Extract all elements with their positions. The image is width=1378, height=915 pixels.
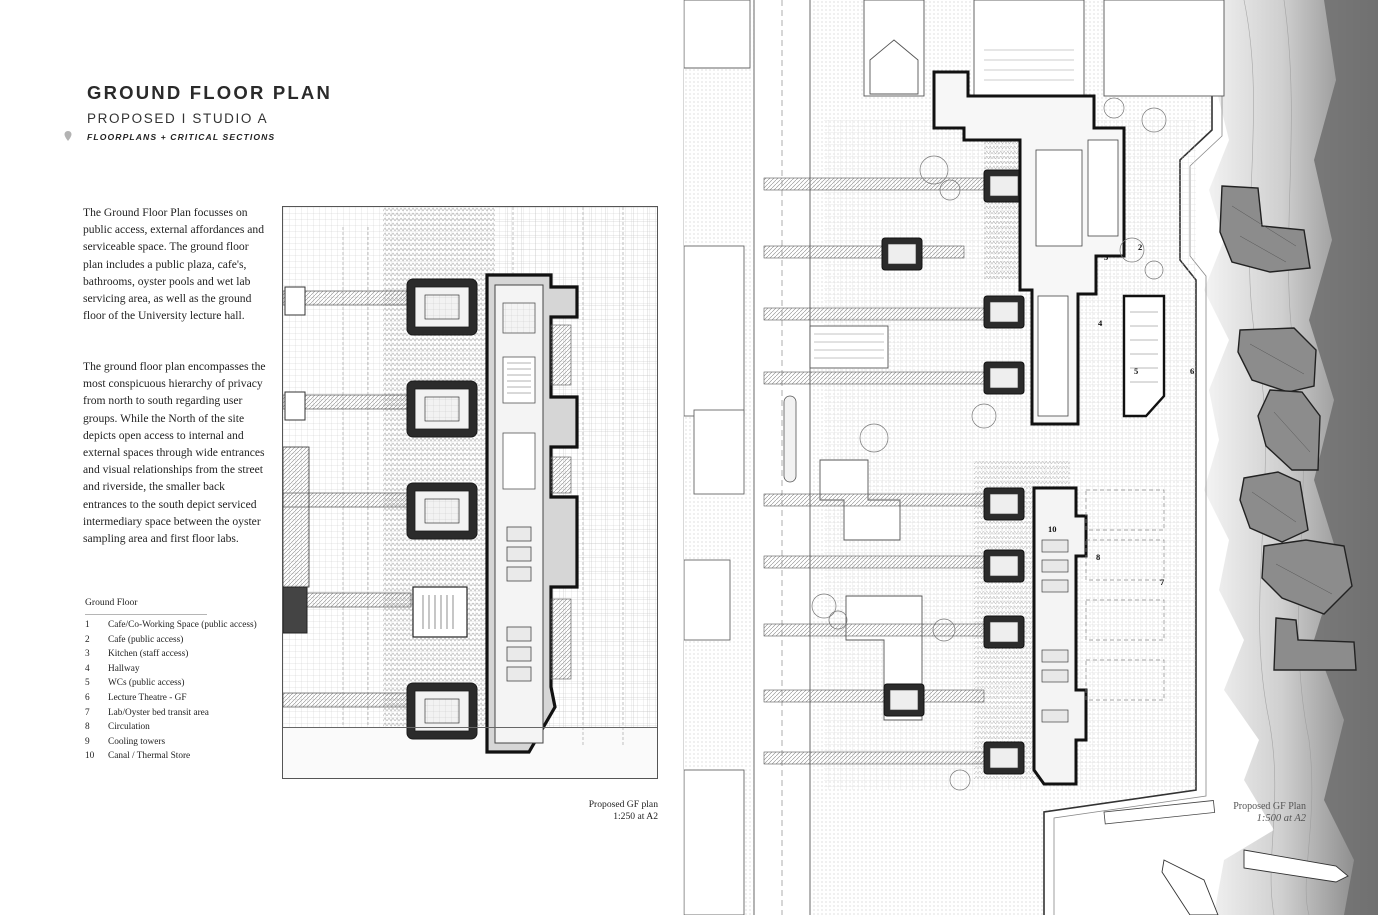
legend-label: Kitchen (staff access) (108, 649, 189, 660)
detail-plan-caption: Proposed GF plan 1:250 at A2 (520, 799, 658, 824)
legend-item: 3 Kitchen (staff access) (85, 647, 285, 662)
legend-item: 8 Circulation (85, 720, 285, 735)
legend-label: Canal / Thermal Store (108, 751, 191, 762)
zone-label-4: 4 (1098, 318, 1103, 328)
legend-item: 4 Hallway (85, 662, 285, 677)
zone-label-2: 2 (1138, 242, 1143, 252)
legend-label: Circulation (108, 722, 150, 733)
legend-number: 1 (85, 620, 90, 630)
legend-number: 3 (85, 649, 90, 660)
privacy-paragraph: The ground floor plan encompasses the mo… (83, 360, 266, 546)
legend-heading: Ground Floor (85, 597, 138, 608)
legend-number: 10 (85, 751, 95, 762)
site-plan-caption-scale: 1:500 at A2 (1256, 813, 1306, 824)
zone-label-5: 5 (1134, 366, 1139, 376)
legend-number: 5 (85, 678, 90, 689)
legend-number: 4 (85, 663, 90, 674)
legend-number: 8 (85, 722, 90, 733)
section-tag: FLOORPLANS + CRITICAL SECTIONS (87, 132, 276, 142)
zone-label-10: 10 (1048, 524, 1057, 534)
legend-label: Hallway (108, 663, 140, 674)
legend-item: 7 Lab/Oyster bed transit area (85, 706, 285, 721)
ground-floor-detail-plan (282, 206, 658, 779)
page-subtitle: PROPOSED I STUDIO A (87, 111, 269, 126)
detail-plan-caption-title: Proposed GF plan (588, 799, 658, 810)
legend-label: WCs (public access) (108, 678, 185, 689)
zone-label-3: 3 (1104, 252, 1109, 262)
legend-list: 1 Cafe/Co-Working Space (public access) 2… (85, 618, 285, 764)
legend-item: 6 Lecture Theatre - GF (85, 691, 285, 706)
site-plan: 2 3 4 5 6 7 8 10 (684, 0, 1378, 915)
legend-item: 2 Cafe (public access) (85, 633, 285, 648)
site-plan-drawing (684, 0, 1378, 915)
legend-divider (85, 614, 207, 615)
page-gutter (683, 0, 684, 915)
left-page: GROUND FLOOR PLAN PROPOSED I STUDIO A FL… (0, 0, 683, 915)
page-title: GROUND FLOOR PLAN (87, 82, 333, 103)
zone-label-6: 6 (1190, 366, 1195, 376)
zone-label-8: 8 (1096, 552, 1101, 562)
legend-label: Cooling towers (108, 736, 166, 747)
legend-number: 9 (85, 736, 90, 747)
legend-label: Lab/Oyster bed transit area (108, 707, 209, 718)
site-plan-caption: Proposed GF Plan 1:500 at A2 (1196, 801, 1306, 825)
legend-item: 10 Canal / Thermal Store (85, 749, 285, 764)
legend-number: 2 (85, 634, 90, 645)
intro-paragraph: The Ground Floor Plan focusses on public… (83, 206, 265, 323)
legend-label: Lecture Theatre - GF (108, 692, 187, 703)
legend-label: Cafe/Co-Working Space (public access) (108, 620, 257, 630)
site-plan-caption-title: Proposed GF Plan (1233, 801, 1306, 812)
legend-item: 1 Cafe/Co-Working Space (public access) (85, 618, 285, 633)
legend-number: 7 (85, 707, 90, 718)
legend-item: 9 Cooling towers (85, 735, 285, 750)
detail-plan-caption-scale: 1:250 at A2 (613, 811, 658, 823)
legend-label: Cafe (public access) (108, 634, 184, 645)
zone-label-7: 7 (1160, 577, 1165, 587)
detail-plan-drawing (283, 207, 657, 778)
legend-item: 5 WCs (public access) (85, 676, 285, 691)
legend-number: 6 (85, 692, 90, 703)
map-pin-icon (64, 131, 72, 141)
